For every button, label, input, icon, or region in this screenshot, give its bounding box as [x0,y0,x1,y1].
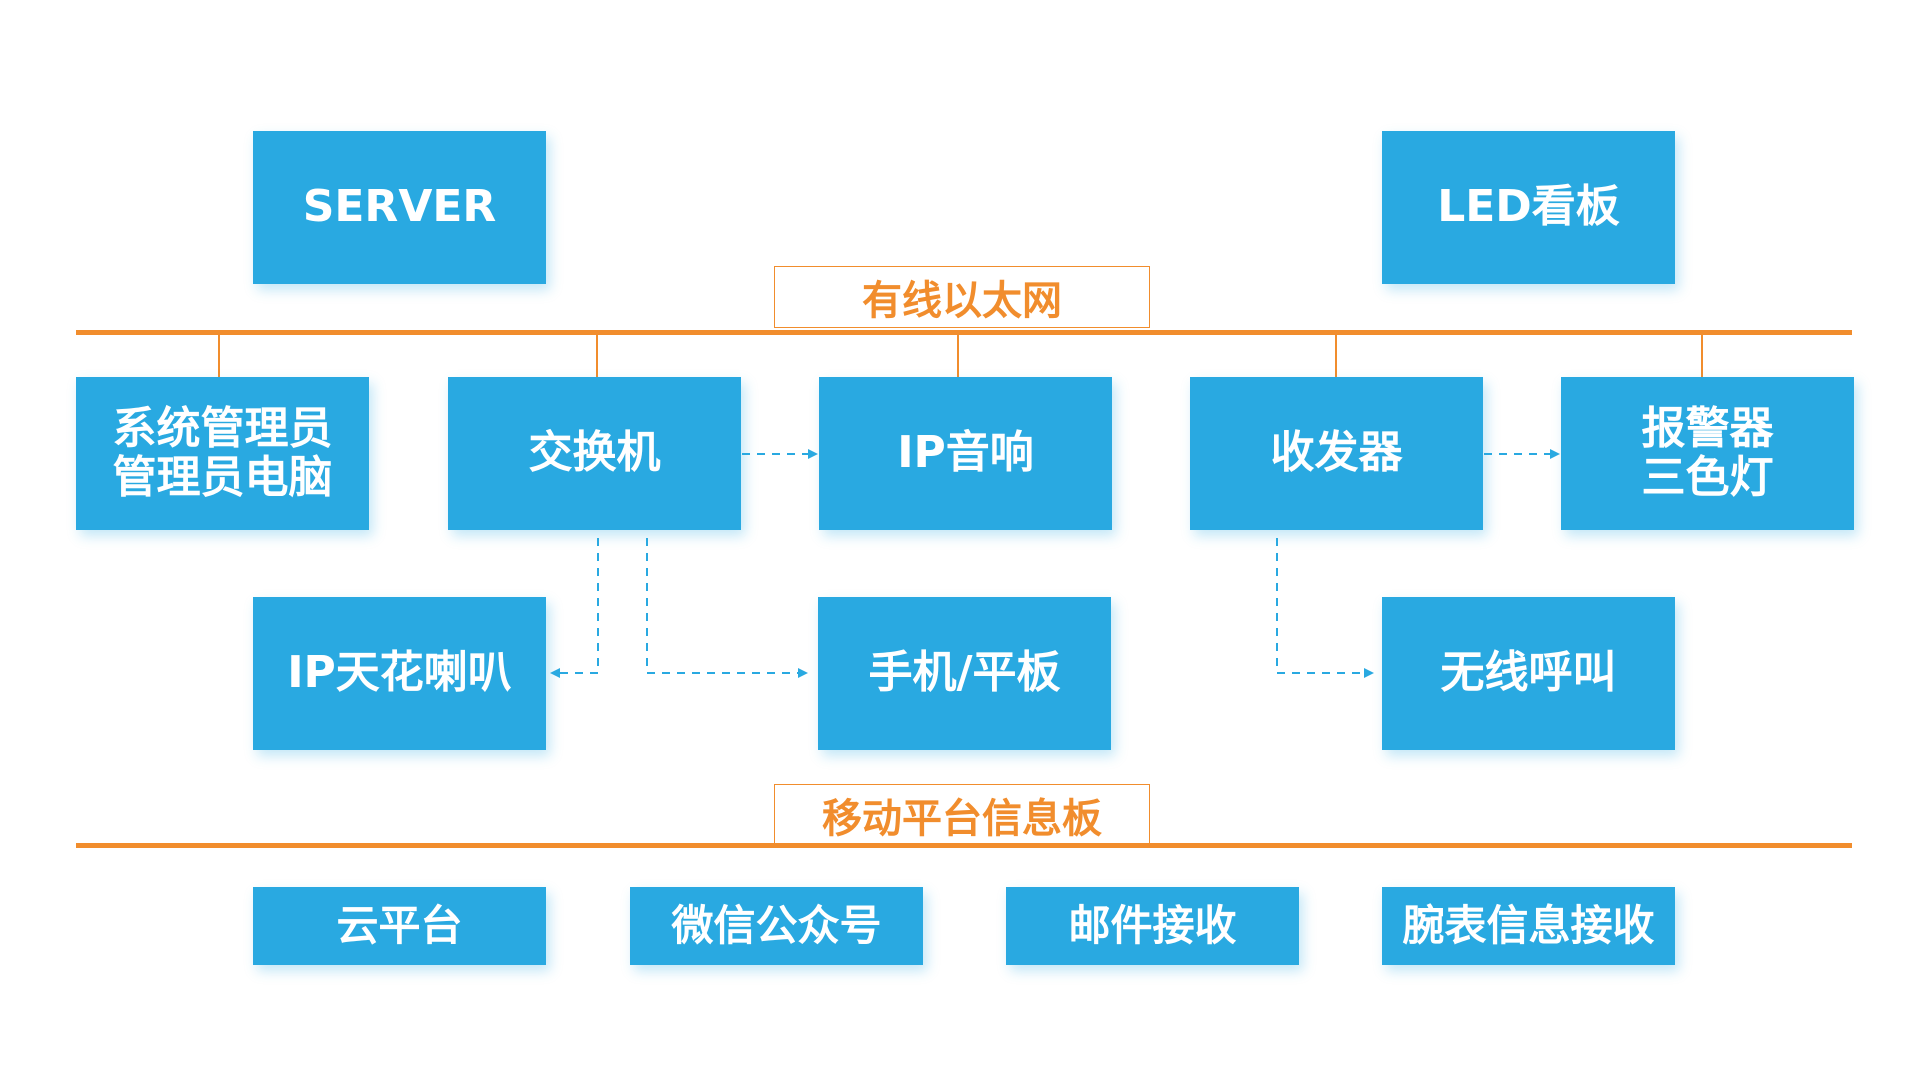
node-admin: 系统管理员 管理员电脑 [76,377,369,530]
node-wireless-call: 无线呼叫 [1382,597,1675,750]
node-ip-speaker: IP音响 [819,377,1112,530]
node-wireless-call-label: 无线呼叫 [1440,647,1617,699]
node-ceiling-speaker: IP天花喇叭 [253,597,546,750]
node-admin-label-line2: 管理员电脑 [112,451,333,503]
node-mail: 邮件接收 [1006,887,1299,965]
node-mail-label: 邮件接收 [1068,900,1237,950]
node-wechat: 微信公众号 [630,887,923,965]
node-transceiver: 收发器 [1190,377,1483,530]
node-alarm-label-line2: 三色灯 [1641,451,1774,503]
node-led-board-label: LED看板 [1437,181,1620,233]
bus-drop-transceiver [1335,332,1337,377]
arrow-transceiver-to-wireless-call [1276,538,1374,678]
node-watch: 腕表信息接收 [1382,887,1675,965]
node-alarm-light: 报警器 三色灯 [1561,377,1854,530]
node-ceiling-speaker-label: IP天花喇叭 [287,647,512,699]
bus-line-mobile [76,843,1852,848]
node-switch-label: 交换机 [528,427,661,479]
bus-label-ethernet: 有线以太网 [774,266,1150,328]
arrow-switch-to-phone-tablet [646,538,808,678]
node-wechat-label: 微信公众号 [671,900,882,950]
bus-drop-switch [596,332,598,377]
node-cloud-platform-label: 云平台 [336,900,463,950]
node-server-label: SERVER [302,181,497,233]
node-switch: 交换机 [448,377,741,530]
node-transceiver-label: 收发器 [1270,427,1403,479]
node-alarm-label-line1: 报警器 [1641,403,1774,455]
node-watch-label: 腕表信息接收 [1402,900,1655,950]
node-server: SERVER [253,131,546,284]
node-led-board: LED看板 [1382,131,1675,284]
arrow-switch-to-ceiling-speaker [550,538,599,678]
bus-drop-admin [218,332,220,377]
node-phone-tablet: 手机/平板 [818,597,1111,750]
node-admin-label-line1: 系统管理员 [112,403,333,455]
bus-drop-ip-speaker [957,332,959,377]
node-cloud-platform: 云平台 [253,887,546,965]
node-ip-speaker-label: IP音响 [897,427,1034,479]
bus-label-mobile: 移动平台信息板 [774,784,1150,846]
bus-line-ethernet [76,330,1852,335]
bus-drop-alarm [1701,332,1703,377]
node-phone-tablet-label: 手机/平板 [868,647,1061,699]
